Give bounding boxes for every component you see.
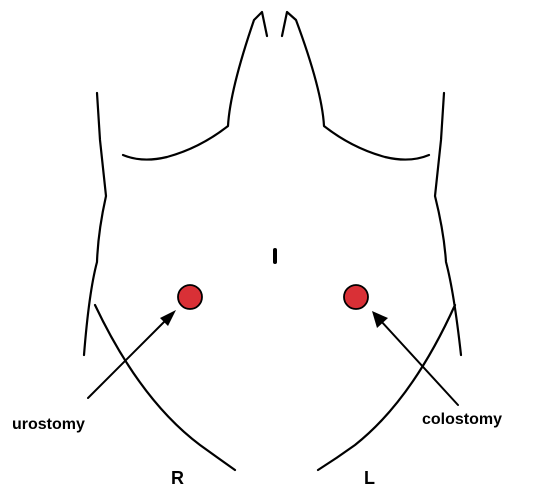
urostomy-arrow <box>88 310 176 398</box>
left-groin-line <box>318 305 455 470</box>
colostomy-label: colostomy <box>422 411 502 428</box>
right-neck-line <box>282 12 429 160</box>
left-side-label: L <box>364 468 375 487</box>
right-flank-line <box>435 93 461 355</box>
urostomy-label: urostomy <box>12 416 85 433</box>
left-neck-line <box>123 12 267 160</box>
left-flank-line <box>84 93 106 355</box>
urostomy-stoma-marker <box>178 285 202 309</box>
right-groin-line <box>95 305 235 470</box>
colostomy-stoma-marker <box>344 285 368 309</box>
right-side-label: R <box>171 468 184 487</box>
torso-outline <box>84 12 461 470</box>
